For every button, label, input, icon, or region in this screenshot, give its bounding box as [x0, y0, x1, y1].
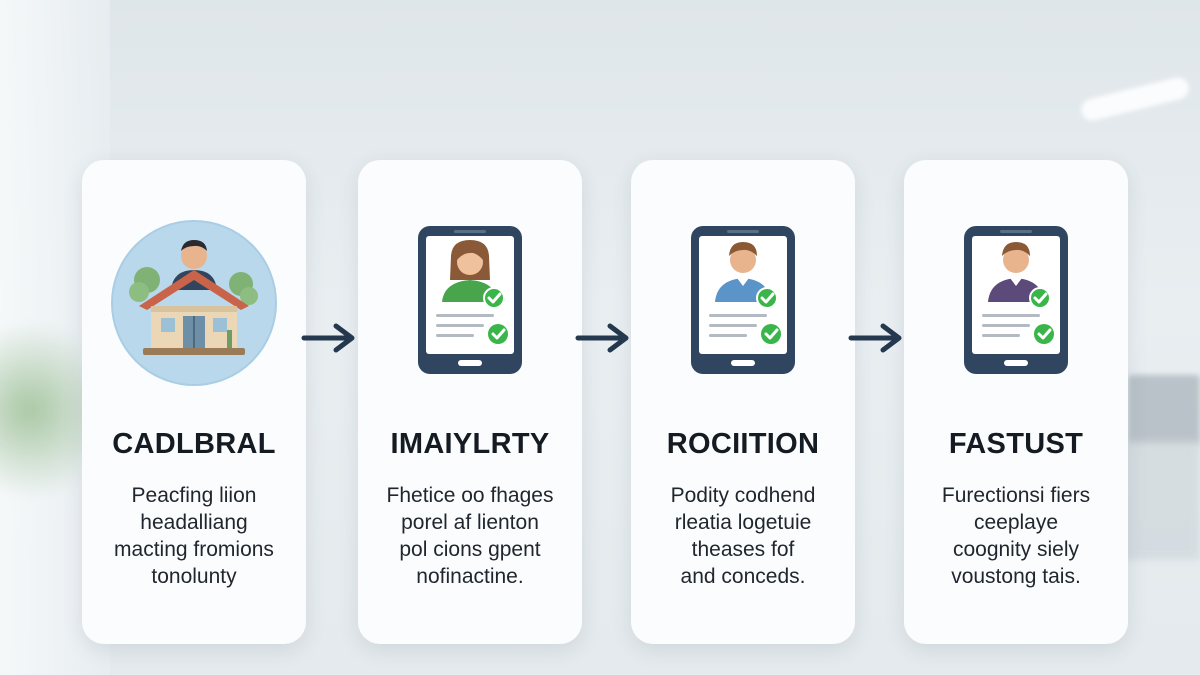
step-description: Peacfing liion headalliang macting fromi… — [92, 482, 296, 590]
tablet-profile-check-icon — [904, 218, 1128, 388]
step-description-line: Furectionsi fiers — [941, 484, 1091, 507]
step-description-line: and conceds. — [680, 565, 806, 588]
step-description-line: rleatia logetuie — [674, 511, 812, 534]
arrow-right-icon — [848, 323, 902, 353]
step-description: Furectionsi fiers ceeplaye coognity siel… — [914, 482, 1118, 590]
step-description-line: tonolunty — [151, 565, 237, 588]
step-card-2: IMAIYLRTY Fhetice oo fhages porel af lie… — [358, 160, 582, 644]
step-description-line: Peacfing liion — [131, 484, 257, 507]
step-description: Fhetice oo fhages porel af lienton pol c… — [368, 482, 572, 590]
step-description-line: theases fof — [691, 538, 795, 561]
step-title: IMAIYLRTY — [390, 428, 550, 460]
tablet-profile-check-icon — [631, 218, 855, 388]
step-description-line: coognity siely — [952, 538, 1080, 561]
bg-lamp — [1078, 75, 1192, 123]
step-card-1: CADLBRAL Peacfing liion headalliang mact… — [82, 160, 306, 644]
step-description-line: voustong tais. — [951, 565, 1081, 588]
arrow-right-icon — [575, 323, 629, 353]
step-description-line: Fhetice oo fhages — [386, 484, 554, 507]
step-description-line: Podity codhend — [670, 484, 816, 507]
house-person-icon — [82, 218, 306, 388]
step-description-line: pol cions gpent — [399, 538, 541, 561]
tablet-profile-check-icon — [358, 218, 582, 388]
bg-desk — [1120, 440, 1200, 560]
step-description-line: ceeplaye — [973, 511, 1059, 534]
step-description-line: headalliang — [140, 511, 248, 534]
bg-monitor — [1128, 375, 1200, 445]
step-card-3: ROCIITION Podity codhend rleatia logetui… — [631, 160, 855, 644]
step-description-line: macting fromions — [114, 538, 274, 561]
step-title: CADLBRAL — [112, 428, 276, 460]
step-title: ROCIITION — [666, 428, 820, 460]
step-description: Podity codhend rleatia logetuie theases … — [641, 482, 845, 590]
step-title: FASTUST — [948, 428, 1084, 460]
step-description-line: nofinactine. — [416, 565, 524, 588]
step-description-line: porel af lienton — [401, 511, 539, 534]
step-card-4: FASTUST Furectionsi fiers ceeplaye coogn… — [904, 160, 1128, 644]
arrow-right-icon — [301, 323, 355, 353]
